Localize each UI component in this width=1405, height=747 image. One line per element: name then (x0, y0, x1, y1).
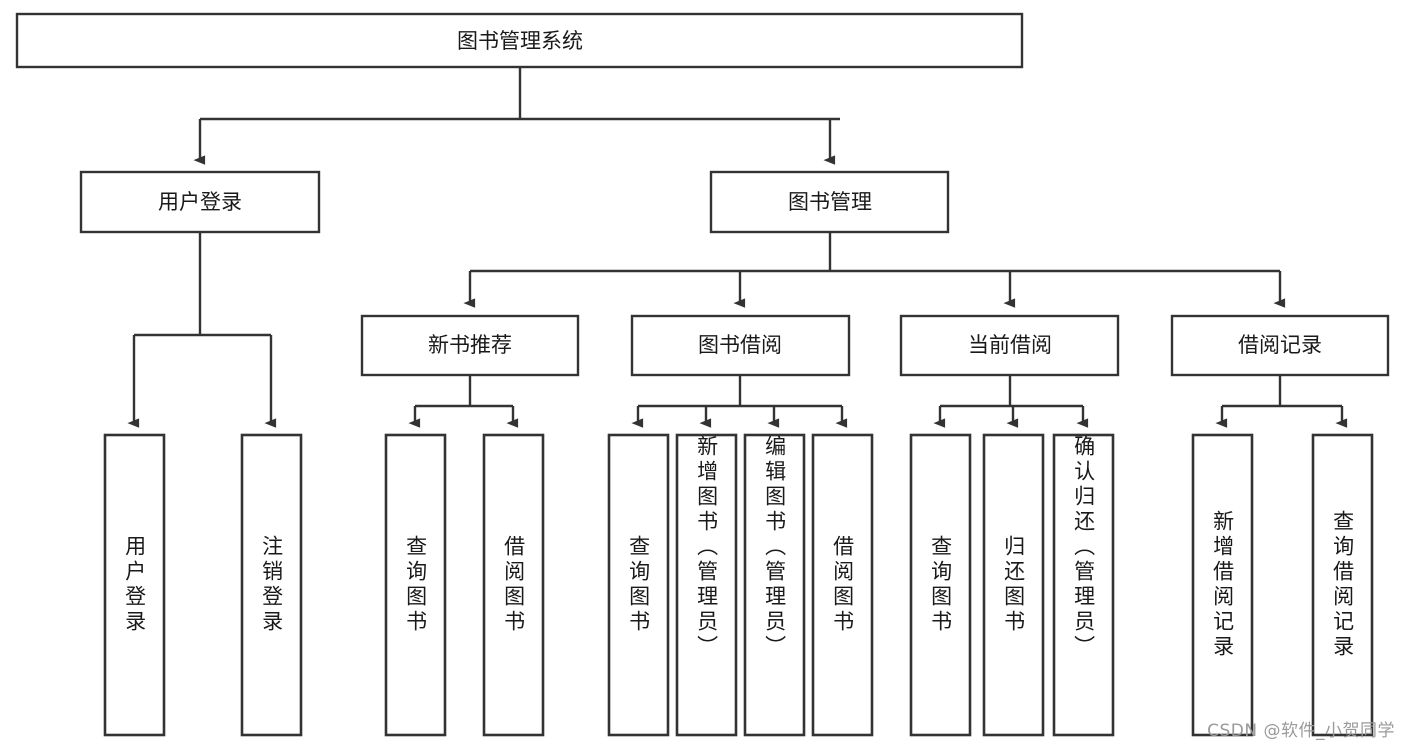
node-book-management-label: 图书管理 (788, 190, 872, 214)
node-current-borrow[interactable]: 当前借阅 (899, 314, 1120, 377)
node-book-borrow[interactable]: 图书借阅 (630, 314, 851, 377)
leaf-box-confirm-return-admin[interactable] (1052, 433, 1115, 737)
node-new-book-recommend[interactable]: 新书推荐 (360, 314, 580, 377)
leaf-box-borrow-book[interactable] (811, 433, 874, 737)
leaf-box-query-book[interactable] (607, 433, 670, 737)
node-borrow-record[interactable]: 借阅记录 (1170, 314, 1390, 377)
node-root-label: 图书管理系统 (457, 29, 583, 53)
leaf-box-user-login[interactable] (103, 433, 166, 737)
node-current-borrow-label: 当前借阅 (968, 333, 1052, 357)
connector-book-borrow-to-leaves (631, 375, 848, 428)
node-new-book-recommend-label: 新书推荐 (428, 333, 512, 357)
node-root-book-management-system[interactable]: 图书管理系统 (15, 12, 1024, 69)
leaf-box-query-borrow-record[interactable] (1311, 433, 1374, 737)
node-book-management[interactable]: 图书管理 (709, 170, 950, 234)
node-book-borrow-label: 图书借阅 (698, 333, 782, 357)
node-borrow-record-label: 借阅记录 (1238, 333, 1322, 357)
leaf-box-borrow-book-recommend[interactable] (482, 433, 545, 737)
connector-book-manage-to-level3 (463, 232, 1286, 308)
leaf-box-logout[interactable] (240, 433, 303, 737)
connector-root-to-level2 (193, 67, 840, 165)
connector-new-book-to-leaves (408, 375, 519, 428)
leaf-box-query-book-recommend[interactable] (384, 433, 447, 737)
leaf-box-add-borrow-record[interactable] (1191, 433, 1254, 737)
csdn-watermark: CSDN @软件_小贺同学 (1207, 721, 1395, 741)
node-user-login-label: 用户登录 (158, 190, 242, 214)
node-user-login[interactable]: 用户登录 (79, 170, 321, 234)
connector-user-login-to-leaves (127, 232, 277, 428)
leaf-box-add-book-admin[interactable] (675, 433, 738, 737)
leaf-box-query-book-current[interactable] (909, 433, 972, 737)
leaf-box-edit-book-admin[interactable] (743, 433, 806, 737)
connector-borrow-record-to-leaves (1215, 375, 1348, 428)
connector-current-borrow-to-leaves (933, 375, 1089, 428)
leaf-box-return-book[interactable] (982, 433, 1045, 737)
